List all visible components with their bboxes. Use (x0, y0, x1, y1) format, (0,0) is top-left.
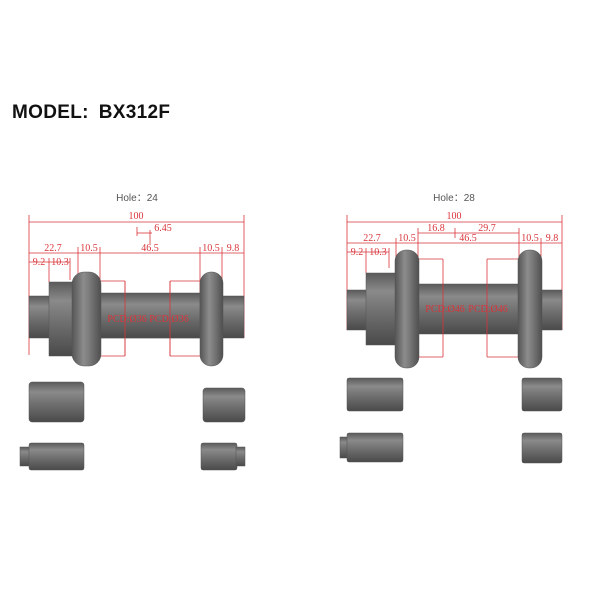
end-caps (19, 381, 246, 471)
dim-offset: 6.45 (154, 223, 172, 234)
dim-right-end: 9.8 (227, 243, 240, 254)
dim-right-end: 9.8 (546, 233, 559, 244)
pcd-right: PCD:Ø36 (149, 314, 188, 325)
dim-offset-left: 16.8 (427, 223, 445, 234)
pcd-left: PCD:Ø36 (107, 314, 146, 325)
hole-label: Hole：24 (116, 193, 158, 204)
hub-24-hole: Hole：24 100 6.45 22.7 10.5 46.5 10.5 9.8… (19, 193, 246, 471)
pcd-right: PCD:Ø46 (468, 304, 507, 315)
model-label: MODEL: (12, 102, 89, 123)
dim-left-flange: 10.5 (398, 233, 416, 244)
hole-label: Hole：28 (433, 193, 475, 204)
dim-center: 46.5 (141, 243, 159, 254)
dim-center: 46.5 (459, 233, 477, 244)
model-value: BX312F (98, 102, 171, 123)
dim-left-step: 10.3 (369, 247, 387, 258)
dim-left-flange: 10.5 (80, 243, 98, 254)
dim-left-total: 22.7 (44, 243, 62, 254)
dim-left-end: 9.2 (33, 257, 46, 268)
hub-body (346, 249, 563, 369)
dim-offset-right: 29.7 (478, 223, 496, 234)
pcd-left: PCD:Ø46 (425, 304, 464, 315)
dim-right-flange: 10.5 (521, 233, 539, 244)
dimension-lines (346, 215, 563, 358)
dim-overall: 100 (129, 211, 144, 222)
model-title: MODEL: BX312F (12, 102, 180, 124)
dim-overall: 100 (447, 211, 462, 222)
dim-left-end: 9.2 (351, 247, 364, 258)
dim-right-flange: 10.5 (202, 243, 220, 254)
hub-body (28, 271, 245, 367)
hub-28-hole: Hole：28 100 16.8 29.7 22.7 10.5 46.5 10.… (339, 193, 563, 464)
dim-left-total: 22.7 (363, 233, 381, 244)
end-caps (339, 377, 563, 464)
dim-left-step: 10.3 (51, 257, 69, 268)
